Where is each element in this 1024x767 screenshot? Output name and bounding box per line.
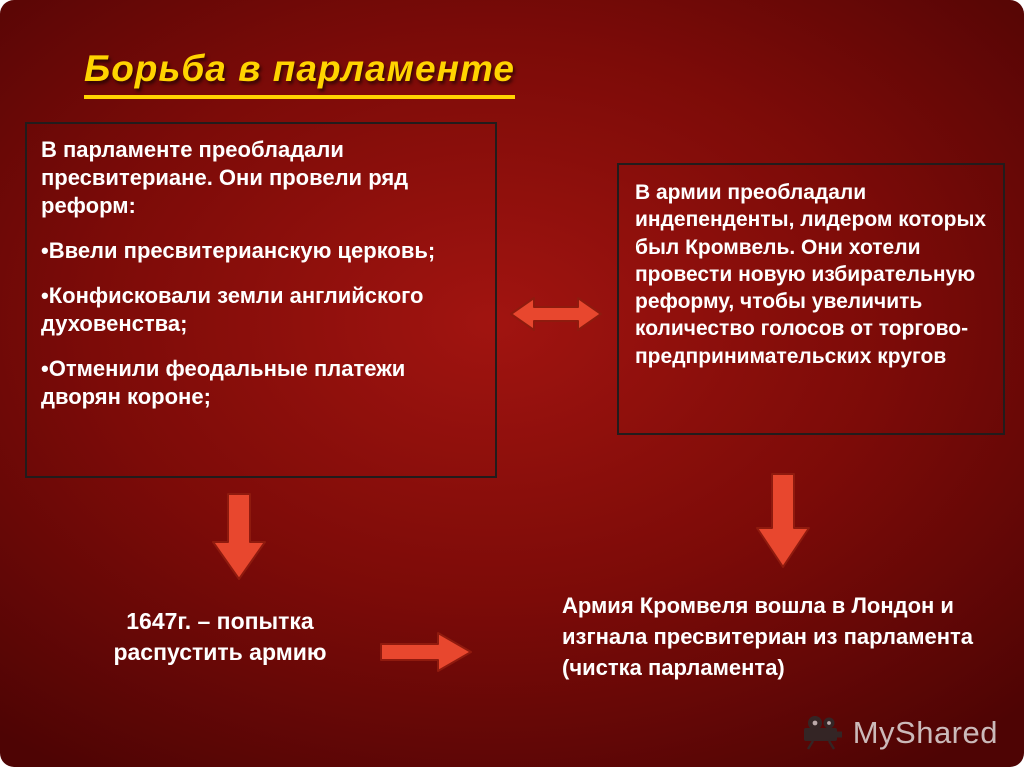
watermark-label: MyShared <box>852 715 998 750</box>
left-box-paragraph: В парламенте преобладали пресвитериане. … <box>41 137 409 218</box>
army-independents-box: В армии преобладали индепенденты, лидеро… <box>617 163 1005 435</box>
right-arrow-icon <box>380 632 472 672</box>
parliament-presbyterians-box: В парламенте преобладали пресвитериане. … <box>25 122 497 478</box>
down-arrow-left-icon <box>212 493 266 580</box>
caption-1647-disband-army: 1647г. – попытка распустить армию <box>113 608 327 666</box>
left-box-bullet: •Конфисковали земли английского духовенс… <box>41 282 424 336</box>
left-box-bullet: •Ввели пресвитерианскую церковь; <box>41 237 436 263</box>
left-box-bullet: •Отменили феодальные платежи дворян коро… <box>41 355 406 409</box>
caption-cromwell-london: Армия Кромвеля вошла в Лондон и изгнала … <box>562 593 974 680</box>
projector-icon <box>803 716 842 750</box>
slide-title: Борьба в парламенте <box>84 48 515 99</box>
myshared-watermark: MyShared <box>802 715 998 751</box>
double-headed-arrow-icon <box>510 297 602 331</box>
down-arrow-right-icon <box>756 473 810 568</box>
right-box-text: В армии преобладали индепенденты, лидеро… <box>635 181 987 368</box>
